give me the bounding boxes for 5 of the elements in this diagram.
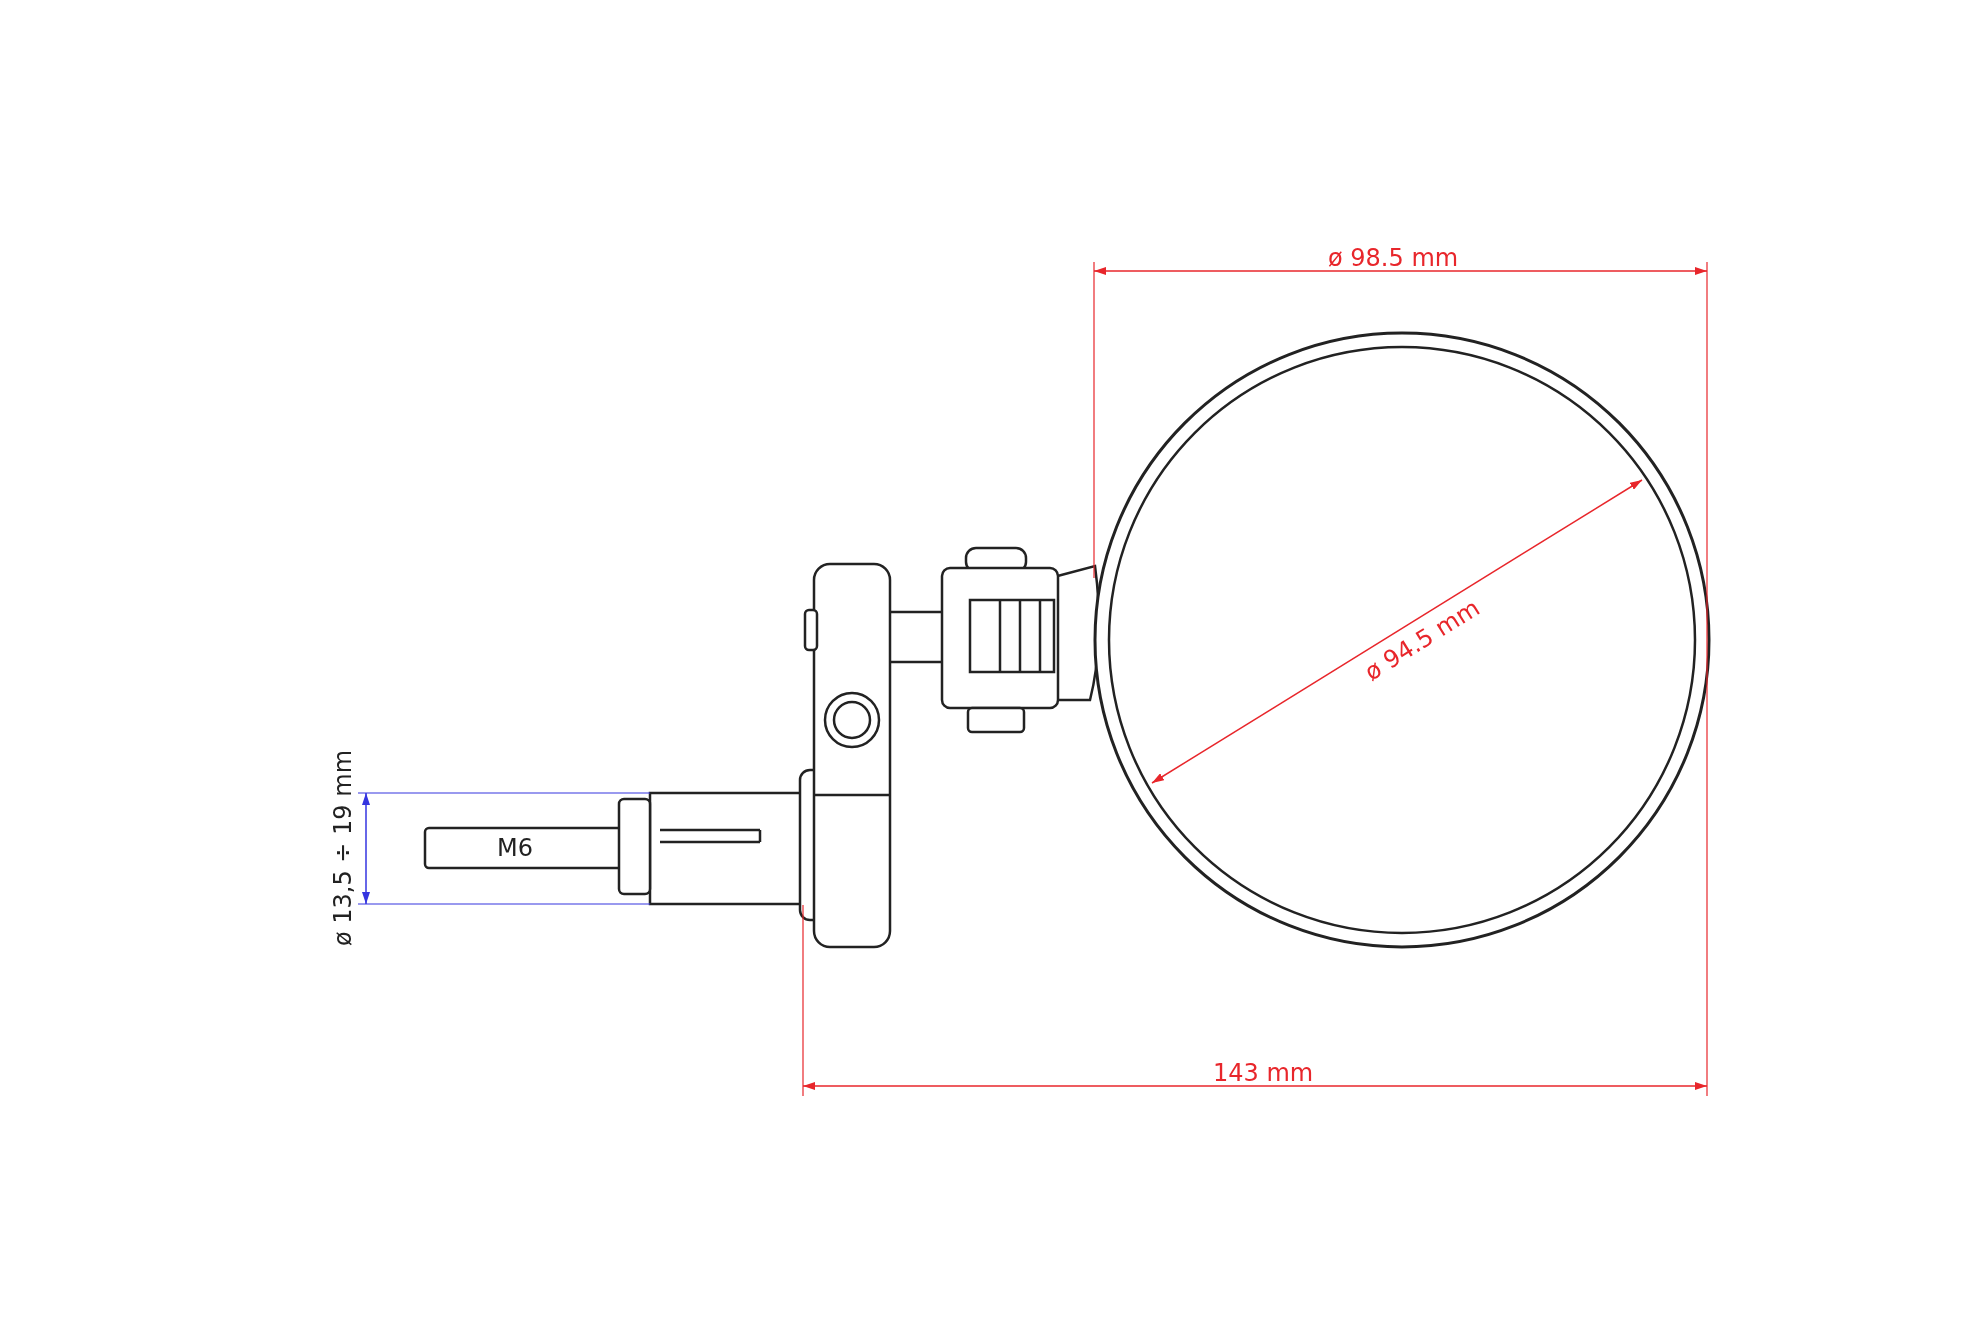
dimension-label: ø 98.5 mm (1328, 246, 1459, 270)
dimension-label: ø 13,5 ÷ 19 mm (331, 750, 355, 946)
thread-label: M6 (497, 836, 533, 860)
dimension-label: 143 mm (1213, 1061, 1314, 1085)
dimension-label: ø 94.5 mm (1360, 595, 1484, 685)
